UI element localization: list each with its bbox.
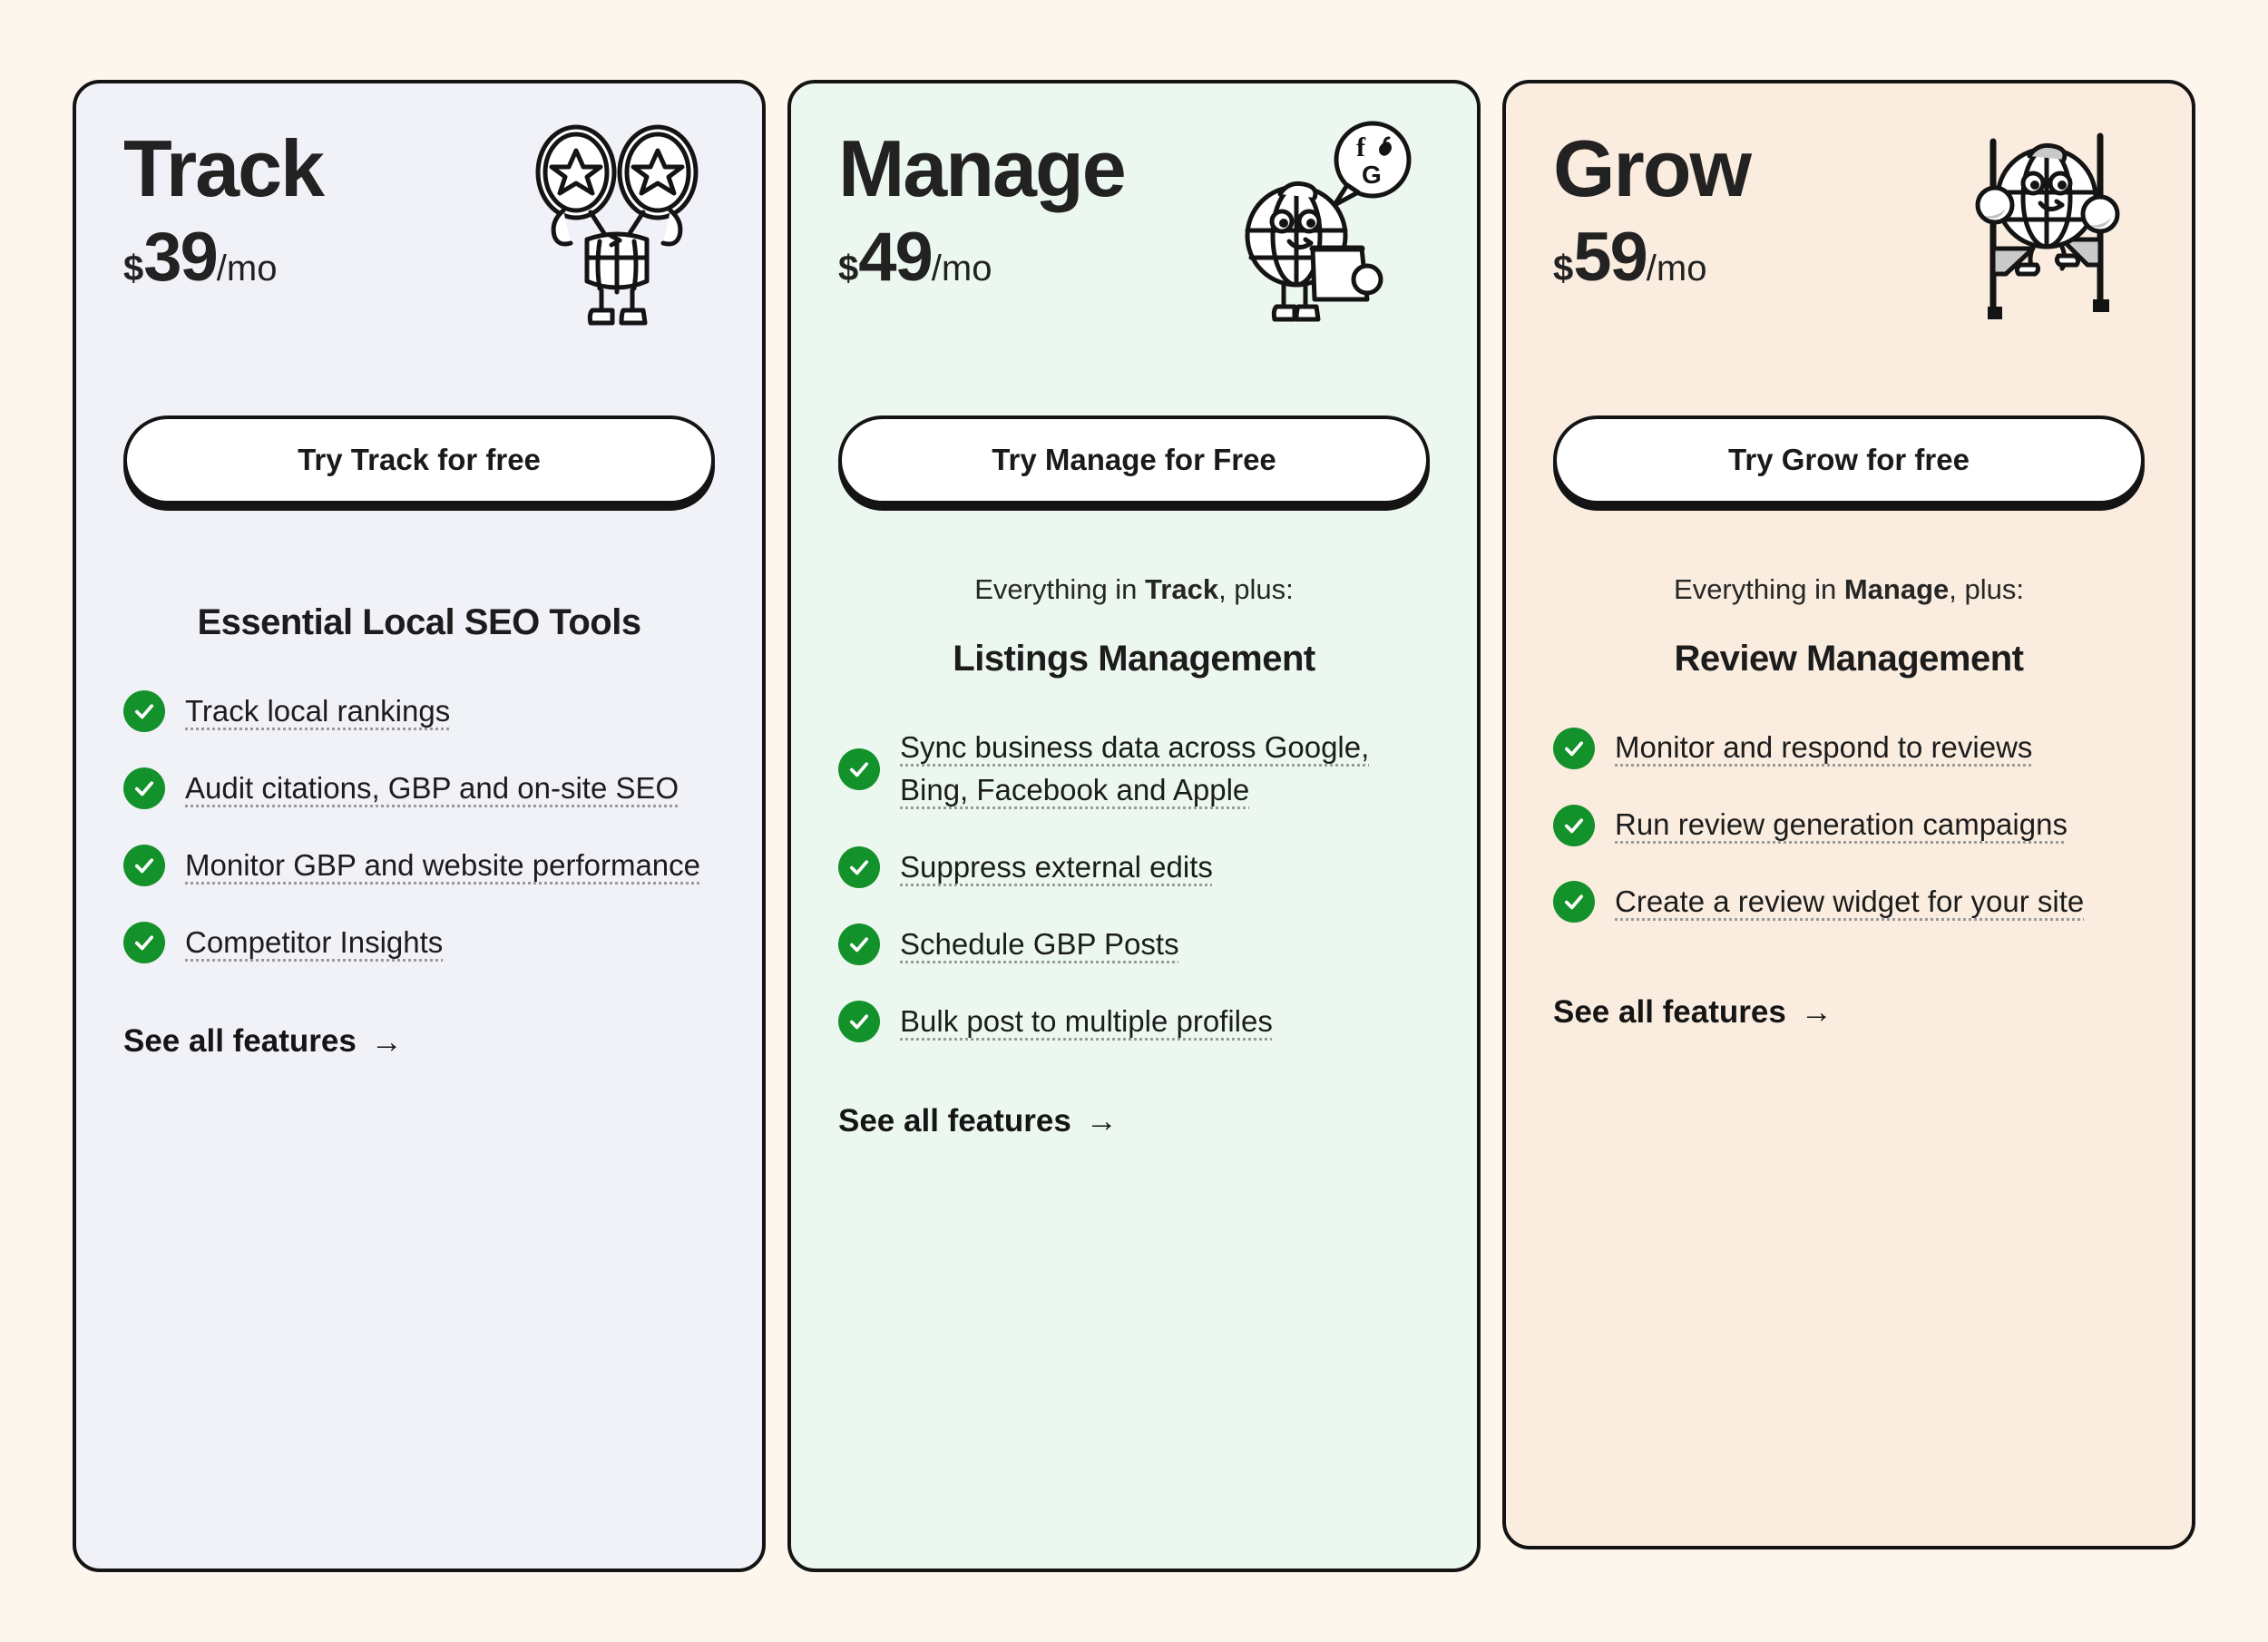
- section-title-grow: Review Management: [1674, 639, 2024, 679]
- svg-text:G: G: [1362, 161, 1382, 189]
- price-grow: $ 59 /mo: [1553, 223, 1750, 292]
- everything-plan-ref: Manage: [1843, 573, 1950, 605]
- price-amount-manage: 49: [858, 219, 934, 296]
- see-all-features-link-manage[interactable]: See all features →: [838, 1103, 1430, 1139]
- feature-text: Bulk post to multiple profiles: [900, 1003, 1273, 1038]
- price-period-grow: /mo: [1646, 249, 1707, 288]
- plan-name-manage: Manage: [838, 123, 1127, 213]
- arrow-right-icon: →: [1800, 994, 1833, 1031]
- price-period-manage: /mo: [931, 249, 992, 288]
- feature-text: Competitor Insights: [185, 924, 444, 959]
- cta-wrap-manage: Try Manage for Free: [838, 415, 1430, 504]
- everything-plan-ref: Track: [1145, 573, 1219, 605]
- check-icon: [1553, 881, 1595, 924]
- arrow-right-icon: →: [370, 1023, 403, 1060]
- everything-suffix: , plus:: [1949, 573, 2024, 605]
- card-header-track: Track $ 39 /mo: [123, 120, 715, 328]
- list-item[interactable]: Sync business data across Google, Bing, …: [838, 727, 1430, 812]
- feature-text: Monitor GBP and website performance: [185, 847, 701, 882]
- list-item[interactable]: Monitor GBP and website performance: [123, 845, 715, 887]
- feature-text: Suppress external edits: [900, 850, 1213, 885]
- check-icon: [838, 1001, 880, 1043]
- everything-in-manage: Everything in Track, plus:: [838, 572, 1430, 608]
- plan-heading-grow: Grow $ 59 /mo: [1553, 120, 1752, 292]
- pricing-card-grow: Grow $ 59 /mo: [1502, 80, 2195, 1549]
- pricing-card-manage: Manage $ 49 /mo f G: [787, 80, 1481, 1572]
- check-icon: [838, 924, 880, 966]
- check-icon: [123, 767, 165, 810]
- check-icon: [123, 845, 165, 887]
- list-item[interactable]: Run review generation campaigns: [1553, 804, 2145, 846]
- everything-prefix: Everything in: [1674, 573, 1844, 605]
- list-item[interactable]: Competitor Insights: [123, 922, 715, 964]
- see-all-features-link-grow[interactable]: See all features →: [1553, 994, 2145, 1031]
- try-grow-button[interactable]: Try Grow for free: [1553, 415, 2145, 504]
- see-all-label: See all features: [838, 1102, 1071, 1139]
- check-icon: [838, 846, 880, 889]
- plan-heading-track: Track $ 39 /mo: [123, 120, 325, 292]
- list-item[interactable]: Bulk post to multiple profiles: [838, 1001, 1430, 1043]
- list-item[interactable]: Track local rankings: [123, 690, 715, 733]
- see-all-features-link-track[interactable]: See all features →: [123, 1023, 715, 1060]
- price-currency-track: $: [123, 249, 144, 288]
- everything-in-grow: Everything in Manage, plus:: [1553, 572, 2145, 608]
- check-icon: [123, 922, 165, 963]
- check-icon: [838, 748, 880, 791]
- everything-prefix: Everything in: [974, 573, 1146, 605]
- feature-text: Monitor and respond to reviews: [1615, 730, 2033, 765]
- svg-text:f: f: [1356, 132, 1366, 162]
- try-track-button[interactable]: Try Track for free: [123, 415, 715, 504]
- feature-text: Create a review widget for your site: [1615, 885, 2085, 919]
- price-period-track: /mo: [216, 249, 278, 288]
- check-icon: [123, 690, 165, 733]
- try-manage-button[interactable]: Try Manage for Free: [838, 415, 1430, 504]
- feature-text: Audit citations, GBP and on-site SEO: [185, 770, 679, 805]
- price-currency-grow: $: [1553, 249, 1574, 288]
- plan-name-track: Track: [123, 123, 325, 213]
- feature-text: Schedule GBP Posts: [900, 926, 1179, 961]
- pricing-grid: Track $ 39 /mo: [73, 80, 2195, 1572]
- price-manage: $ 49 /mo: [838, 223, 1125, 292]
- plan-name-grow: Grow: [1553, 123, 1752, 213]
- check-icon: [1553, 804, 1595, 846]
- price-amount-track: 39: [143, 219, 219, 296]
- plan-heading-manage: Manage $ 49 /mo: [838, 120, 1127, 292]
- list-item[interactable]: Audit citations, GBP and on-site SEO: [123, 767, 715, 810]
- feature-list-grow: Monitor and respond to reviews Run revie…: [1553, 727, 2145, 958]
- list-item[interactable]: Suppress external edits: [838, 846, 1430, 889]
- feature-text: Track local rankings: [185, 694, 451, 728]
- card-header-manage: Manage $ 49 /mo f G: [838, 120, 1430, 328]
- check-icon: [1553, 727, 1595, 769]
- see-all-label: See all features: [1553, 993, 1786, 1030]
- section-title-manage: Listings Management: [953, 639, 1315, 679]
- feature-list-track: Track local rankings Audit citations, GB…: [123, 690, 715, 998]
- arrow-right-icon: →: [1085, 1103, 1118, 1139]
- globe-stilts-mascot-icon: [1950, 120, 2145, 328]
- card-header-grow: Grow $ 59 /mo: [1553, 120, 2145, 328]
- globe-social-mascot-icon: f G: [1235, 120, 1430, 328]
- list-item[interactable]: Create a review widget for your site: [1553, 881, 2145, 924]
- see-all-label: See all features: [123, 1023, 357, 1060]
- list-item[interactable]: Schedule GBP Posts: [838, 924, 1430, 966]
- feature-text: Sync business data across Google, Bing, …: [900, 730, 1370, 807]
- section-title-track: Essential Local SEO Tools: [197, 602, 641, 642]
- price-currency-manage: $: [838, 249, 859, 288]
- cta-wrap-grow: Try Grow for free: [1553, 415, 2145, 504]
- feature-text: Run review generation campaigns: [1615, 807, 2068, 842]
- pricing-card-track: Track $ 39 /mo: [73, 80, 766, 1572]
- cta-wrap-track: Try Track for free: [123, 415, 715, 504]
- binoculars-mascot-icon: [520, 120, 715, 328]
- price-track: $ 39 /mo: [123, 223, 323, 292]
- list-item[interactable]: Monitor and respond to reviews: [1553, 727, 2145, 769]
- feature-list-manage: Sync business data across Google, Bing, …: [838, 727, 1430, 1077]
- everything-suffix: , plus:: [1218, 573, 1294, 605]
- price-amount-grow: 59: [1573, 219, 1648, 296]
